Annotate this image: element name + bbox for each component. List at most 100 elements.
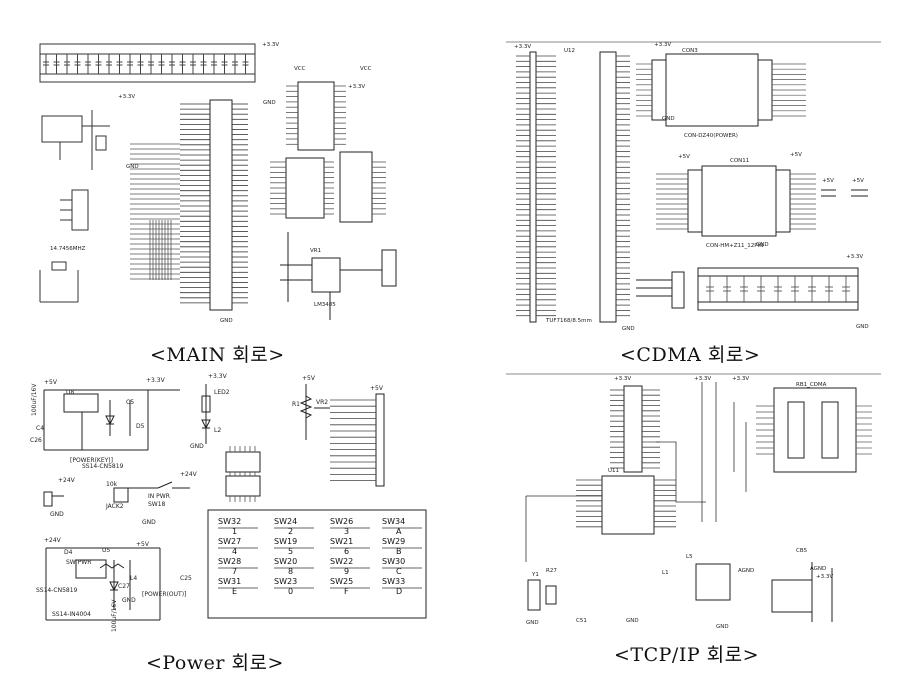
- power-regulator-u8: [43, 389, 180, 451]
- power-label: +3.3V: [146, 377, 166, 384]
- power-led-branch: [201, 384, 211, 444]
- tcp-label: +3.3V: [732, 376, 749, 382]
- tcp-label: +3.3V: [614, 376, 631, 382]
- tcpip-caption: <TCP/IP 회로>: [614, 644, 760, 666]
- main-label: +3.3V: [262, 42, 279, 48]
- right-chip-1: [285, 81, 373, 223]
- cdma-label: GND: [756, 242, 769, 248]
- tcp-label: +3.3V: [694, 376, 711, 382]
- cdma-label: +3.3V: [846, 254, 863, 260]
- cdma-caps-right: [821, 189, 868, 197]
- cdma-small-connector: [636, 271, 685, 309]
- cdma-label: GND: [622, 326, 635, 332]
- cdma-caption: <CDMA 회로>: [620, 344, 761, 366]
- keypad-switch-label: SW29: [382, 537, 405, 546]
- power-label: [POWER(KEY)]: [70, 457, 113, 464]
- tcp-label: GND: [526, 620, 539, 626]
- power-label: SW PWR: [66, 559, 91, 566]
- main-label: GND: [263, 100, 276, 106]
- connector-left: [60, 189, 89, 231]
- keypad-key-label: F: [344, 587, 349, 596]
- power-label: SS14-CN5819: [82, 463, 124, 470]
- tcp-label: L1: [662, 570, 669, 576]
- tcp-label: CB5: [796, 548, 808, 554]
- power-label: C4: [36, 425, 44, 432]
- power-label: +24V: [180, 471, 198, 478]
- cdma-label: CON11: [730, 158, 749, 164]
- keypad-key-label: 5: [288, 547, 293, 556]
- power-label: L2: [214, 427, 221, 434]
- power-label: GND: [190, 443, 204, 450]
- power-label: C25: [180, 575, 192, 582]
- main-label: 14.7456MHZ: [50, 246, 86, 252]
- power-label: LED2: [214, 389, 230, 396]
- keypad-key-label: 7: [232, 567, 237, 576]
- tcp-label: R27: [546, 568, 557, 574]
- keypad-key-label: 0: [288, 587, 293, 596]
- tcp-main-chip: [601, 385, 655, 535]
- power-label: IN PWR: [148, 493, 170, 500]
- power-label: C26: [30, 437, 42, 444]
- power-label: GND: [50, 511, 64, 518]
- keypad-key-label: A: [396, 527, 402, 536]
- keypad-switch-label: SW31: [218, 577, 241, 586]
- power-label: SS14-CN5819: [36, 587, 78, 594]
- power-label: +5V: [302, 375, 316, 382]
- regulator-block: [41, 110, 110, 170]
- cdma-label: +3.3V: [654, 42, 671, 48]
- power-label: +3.3V: [208, 373, 228, 380]
- cdma-label: +5V: [852, 178, 864, 184]
- tcp-label: AGND: [738, 568, 754, 574]
- power-label: VR2: [316, 399, 328, 406]
- cdma-label: TUF7168/8.5mm: [545, 318, 592, 324]
- keypad-key-label: 4: [232, 547, 237, 556]
- keypad-switch-label: SW30: [382, 557, 405, 566]
- power-vr2: [299, 384, 330, 440]
- tcp-label: L5: [686, 554, 693, 560]
- tcp-label: GND: [716, 624, 729, 630]
- tcp-label: RB1_CDMA: [796, 382, 827, 388]
- keypad-switch-label: SW26: [330, 517, 353, 526]
- keypad-switch-label: SW32: [218, 517, 241, 526]
- keypad-switch-label: SW19: [274, 537, 297, 546]
- power-resistor-arrays: [225, 451, 261, 497]
- power-label: +5V: [136, 541, 150, 548]
- main-label: +3.3V: [348, 84, 365, 90]
- power-label: U5: [102, 547, 110, 554]
- power-label: +24V: [58, 477, 76, 484]
- cdma-con11: [687, 165, 791, 237]
- keypad-key-label: E: [232, 587, 237, 596]
- keypad-switch-label: SW21: [330, 537, 353, 546]
- main-label: VCC: [294, 66, 306, 72]
- keypad-key-label: C: [396, 567, 402, 576]
- main-label: GND: [126, 164, 139, 170]
- cdma-label: CON3: [682, 48, 698, 54]
- power-label: SW18: [148, 501, 166, 508]
- power-label: +5V: [44, 379, 58, 386]
- tcp-rj45-module: [773, 387, 857, 473]
- power-keypad-frame: [207, 509, 427, 619]
- keypad-switch-label: SW28: [218, 557, 241, 566]
- power-caption: <Power 회로>: [146, 652, 284, 674]
- power-label: 100uF/16V: [31, 383, 38, 416]
- power-header-right: [375, 393, 385, 487]
- power-label: 100uF/16V: [111, 599, 118, 632]
- main-label: +3.3V: [118, 94, 135, 100]
- power-label: [POWER(OUT)]: [142, 591, 186, 598]
- keypad-switch-label: SW24: [274, 517, 297, 526]
